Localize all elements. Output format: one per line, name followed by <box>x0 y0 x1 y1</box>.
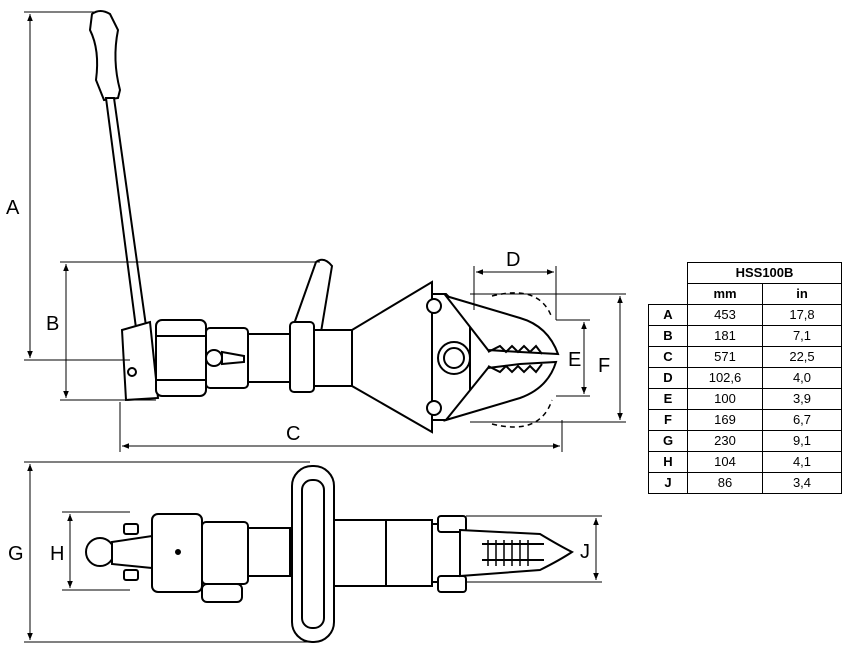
dim-label-b: B <box>46 313 59 335</box>
unit-mm: mm <box>687 283 763 305</box>
row-mm: 230 <box>687 430 763 452</box>
hydraulic-cylinder <box>247 333 291 383</box>
dim-label-g: G <box>8 543 24 565</box>
row-in: 3,9 <box>762 388 842 410</box>
row-key: G <box>648 430 688 452</box>
row-key: D <box>648 367 688 389</box>
unit-in: in <box>762 283 842 305</box>
row-in: 22,5 <box>762 346 842 368</box>
closed-jaws-top <box>459 528 574 578</box>
dimension-lines <box>24 11 626 643</box>
dim-label-h: H <box>50 543 64 565</box>
row-in: 9,1 <box>762 430 842 452</box>
row-in: 4,0 <box>762 367 842 389</box>
row-in: 4,1 <box>762 451 842 473</box>
row-key: F <box>648 409 688 431</box>
handle-pivot <box>120 320 160 402</box>
lower-jaw <box>443 360 558 422</box>
row-mm: 104 <box>687 451 763 473</box>
row-key: A <box>648 304 688 326</box>
row-mm: 453 <box>687 304 763 326</box>
spreader-cone <box>351 280 433 434</box>
pump-handle-grip <box>88 10 122 102</box>
row-in: 17,8 <box>762 304 842 326</box>
row-mm: 100 <box>687 388 763 410</box>
upper-jaw <box>443 294 560 356</box>
handle-end-knob <box>85 537 115 567</box>
pump-body <box>155 319 207 397</box>
pump-handle-rod <box>104 97 148 330</box>
dim-label-j: J <box>580 541 590 563</box>
row-mm: 169 <box>687 409 763 431</box>
cone-top <box>385 519 433 587</box>
spec-table-title-row: HSS100B <box>649 262 842 284</box>
row-mm: 571 <box>687 346 763 368</box>
dim-label-c: C <box>286 423 300 445</box>
spec-table-title: HSS100B <box>687 262 842 284</box>
row-key: E <box>648 388 688 410</box>
dim-label-a: A <box>6 197 20 219</box>
row-key: C <box>648 346 688 368</box>
row-key: B <box>648 325 688 347</box>
row-in: 3,4 <box>762 472 842 494</box>
release-valve <box>201 583 243 603</box>
side-view-tool <box>88 10 560 434</box>
row-key: H <box>648 451 688 473</box>
row-mm: 102,6 <box>687 367 763 389</box>
valve-knob <box>205 349 223 367</box>
top-view-tool <box>85 465 574 643</box>
row-key: J <box>648 472 688 494</box>
dim-label-d: D <box>506 249 520 271</box>
dim-label-e: E <box>568 349 581 371</box>
row-in: 6,7 <box>762 409 842 431</box>
row-mm: 86 <box>687 472 763 494</box>
dim-label-f: F <box>598 355 610 377</box>
row-mm: 181 <box>687 325 763 347</box>
row-in: 7,1 <box>762 325 842 347</box>
spec-table-units-row: mm in <box>649 283 842 305</box>
